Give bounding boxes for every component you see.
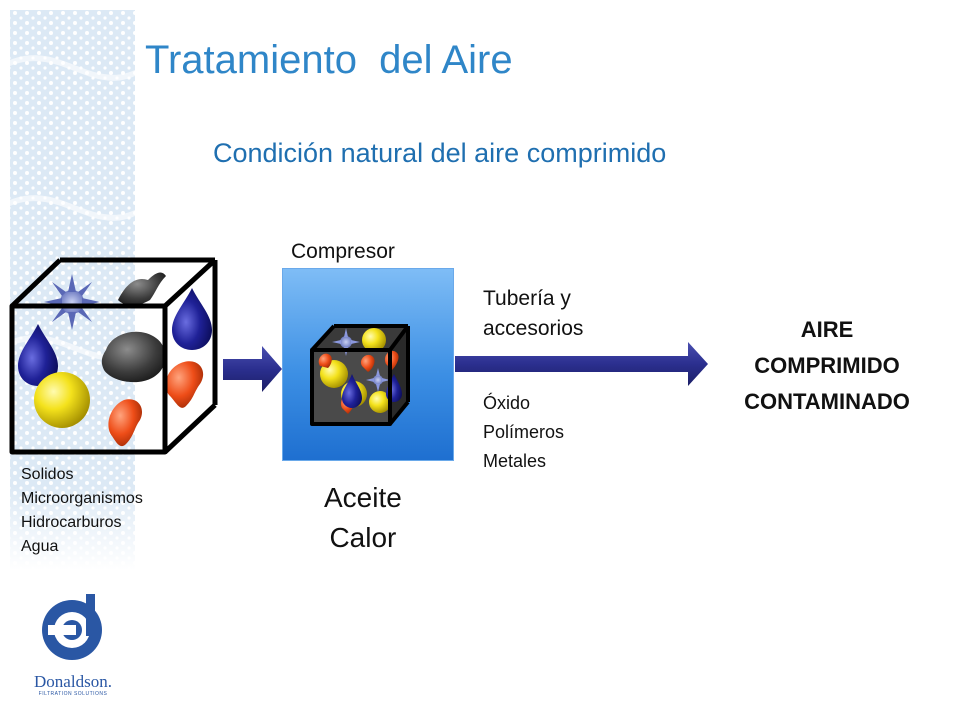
raw-contaminants-list: Solidos Microorganismos Hidrocarburos Ag…: [21, 463, 143, 559]
result-line: AIRE: [800, 317, 854, 342]
flow-arrow-icon: [223, 346, 282, 392]
piping-label-line: accesorios: [483, 317, 584, 340]
piping-additions-list: Óxido Polímeros Metales: [483, 389, 564, 476]
compressor-label: Compresor: [291, 240, 395, 263]
oil-droplet-icon: [165, 361, 204, 408]
mixed-contaminants-cube: [310, 324, 410, 426]
compressor-additions-list: Aceite Calor: [324, 478, 402, 558]
oil-droplet-icon: [108, 399, 143, 447]
hydrocarbon-shard-icon: [118, 272, 166, 306]
list-item: Metales: [483, 451, 547, 471]
result-line: CONTAMINADO: [744, 389, 910, 414]
list-item: Solidos: [21, 466, 74, 483]
list-item: Agua: [21, 538, 59, 555]
list-item: Aceite: [324, 482, 402, 513]
piping-label-line: Tubería y: [483, 287, 571, 310]
list-item: Óxido: [483, 393, 531, 413]
list-item: Calor: [329, 522, 397, 553]
list-item: Polímeros: [483, 422, 565, 442]
compressor-box: [282, 268, 454, 461]
donaldson-logo-icon: [42, 594, 102, 660]
slide-subtitle: Condición natural del aire comprimido: [213, 138, 667, 168]
result-label: AIRE COMPRIMIDO CONTAMINADO: [712, 312, 942, 420]
water-drop-icon: [172, 288, 212, 350]
piping-label: Tubería y accesorios: [483, 284, 583, 344]
list-item: Microorganismos: [21, 490, 143, 507]
solid-particle-icon: [34, 372, 90, 428]
result-line: COMPRIMIDO: [754, 353, 900, 378]
slide-title: Tratamiento del Aire: [145, 38, 513, 82]
water-drop-icon: [18, 324, 58, 386]
soot-particle-icon: [101, 331, 166, 383]
logo-tagline: FILTRATION SOLUTIONS: [38, 691, 108, 697]
list-item: Hidrocarburos: [21, 514, 122, 531]
flow-arrow-icon: [455, 342, 708, 386]
microorganism-icon: [44, 274, 100, 330]
logo-name: Donaldson.: [34, 672, 112, 691]
raw-air-cube: [9, 257, 218, 455]
